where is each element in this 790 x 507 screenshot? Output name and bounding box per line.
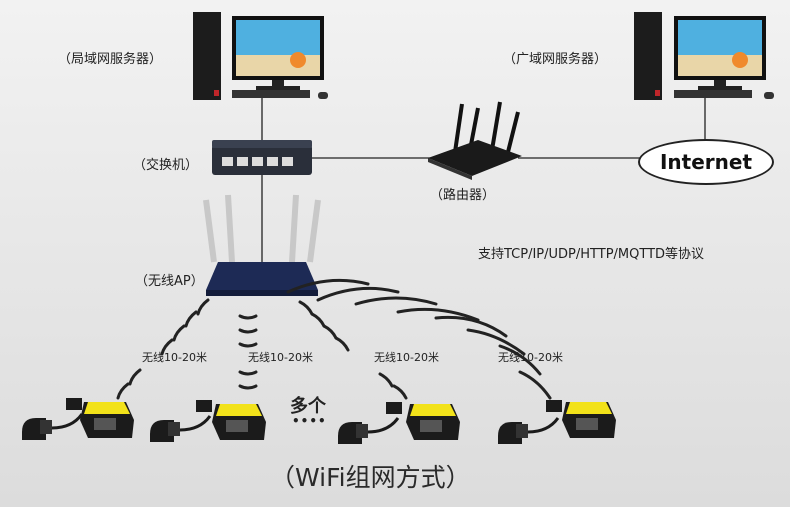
wan-server-computer <box>634 12 774 100</box>
range-label-1: 无线10-20米 <box>142 351 207 364</box>
lan-server-label: （局域网服务器） <box>58 52 163 67</box>
protocol-support-label: 支持TCP/IP/UDP/HTTP/MQTTD等协议 <box>478 247 705 262</box>
wifi-device-2 <box>150 400 266 442</box>
network-switch <box>212 140 312 175</box>
range-label-4: 无线10-20米 <box>498 351 563 364</box>
wifi-device-4 <box>498 400 616 444</box>
switch-label: （交换机） <box>133 158 199 173</box>
wireless-ap-label: （无线AP） <box>135 274 204 289</box>
router <box>428 101 522 180</box>
wifi-device-3 <box>338 402 460 444</box>
wan-server-label: （广域网服务器） <box>503 52 608 67</box>
range-label-3: 无线10-20米 <box>374 351 439 364</box>
ellipsis-dots: •••• <box>292 414 327 428</box>
diagram-title: （WiFi组网方式） <box>270 463 471 492</box>
connection-lines <box>261 97 706 262</box>
wifi-signal-arcs <box>116 278 552 400</box>
range-label-2: 无线10-20米 <box>248 351 313 364</box>
wireless-ap <box>203 194 321 296</box>
multiple-devices-label: 多个 <box>290 396 326 417</box>
lan-server-computer <box>193 12 328 100</box>
router-label: （路由器） <box>430 188 496 203</box>
wifi-device-1 <box>22 398 134 440</box>
internet-label: Internet <box>638 139 774 185</box>
